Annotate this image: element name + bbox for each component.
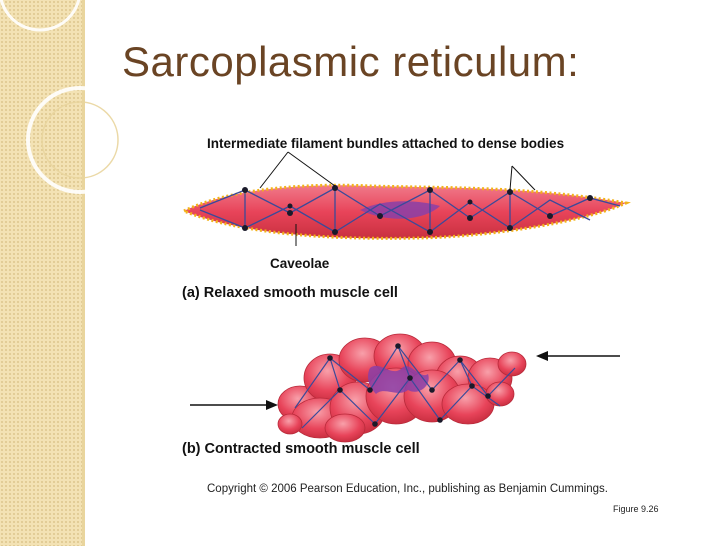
caption-contracted: (b) Contracted smooth muscle cell xyxy=(182,441,420,457)
slide-title: Sarcoplasmic reticulum: xyxy=(122,38,580,85)
decorative-rings xyxy=(0,0,134,194)
contracted-cell xyxy=(277,333,527,443)
label-intermediate-filaments: Intermediate filament bundles attached t… xyxy=(207,136,565,151)
smooth-muscle-figure xyxy=(180,151,631,443)
contraction-arrows xyxy=(190,351,620,410)
figure-number: Figure 9.26 xyxy=(613,504,659,514)
caption-relaxed: (a) Relaxed smooth muscle cell xyxy=(182,285,398,301)
side-band-divider xyxy=(82,0,85,546)
relaxed-cell xyxy=(180,151,631,246)
label-caveolae: Caveolae xyxy=(270,256,330,271)
copyright-notice: Copyright © 2006 Pearson Education, Inc.… xyxy=(207,483,608,495)
